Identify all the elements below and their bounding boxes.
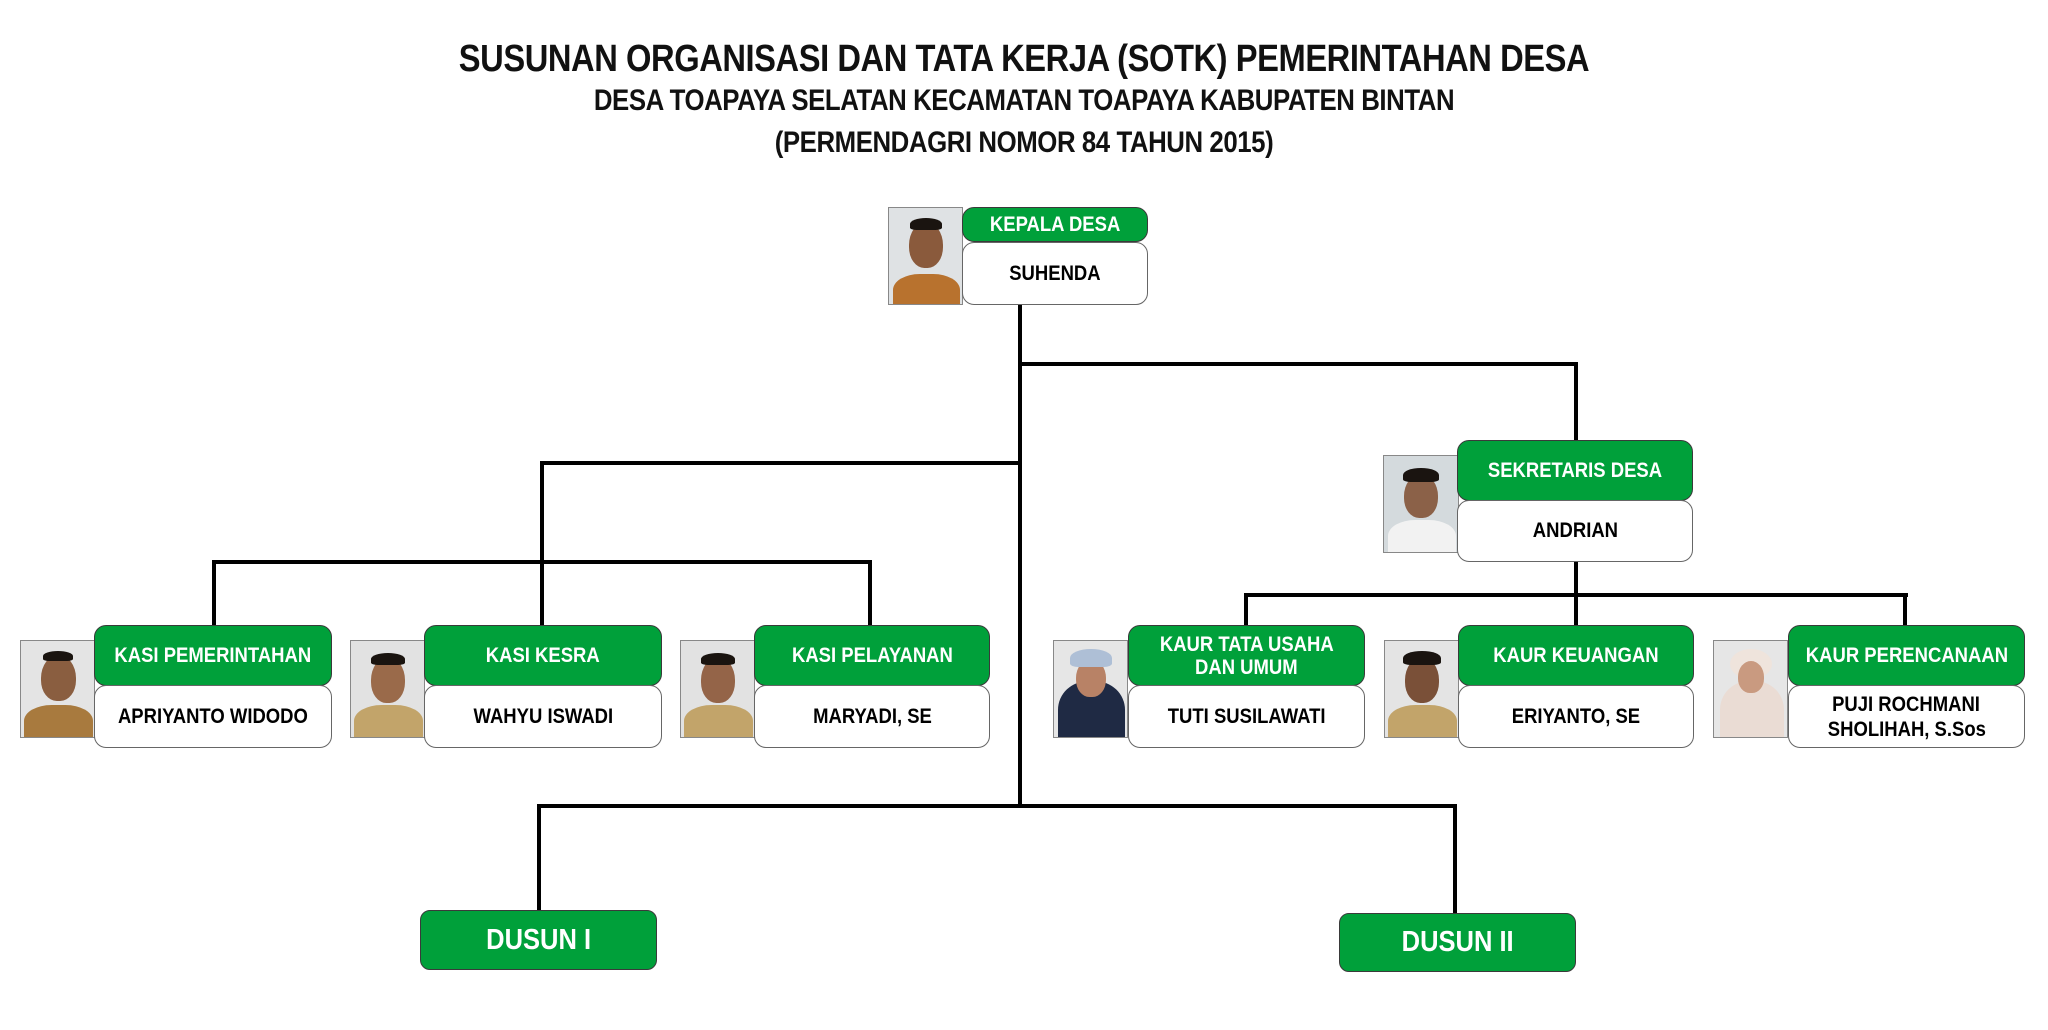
connector-dusun-2-v [1453,804,1457,913]
connector-kaur-3-v [1903,593,1907,626]
kasi-3-photo [680,640,755,738]
connector-kasi-branch-v [540,461,544,625]
connector-kasi-3-v [868,560,872,625]
chart-regulation: (PERMENDAGRI NOMOR 84 TAHUN 2015) [774,126,1274,159]
sekretaris-role: SEKRETARIS DESA [1457,440,1693,501]
kaur-3-role: KAUR PERENCANAAN [1788,625,2025,686]
kaur-2-name: ERIYANTO, SE [1458,685,1694,748]
connector-kasi-1-v [212,560,216,625]
connector-sekretaris-v [1574,362,1578,440]
kaur-1-name: TUTI SUSILAWATI [1128,685,1365,748]
kasi-1-role: KASI PEMERINTAHAN [94,625,332,686]
sekretaris-photo [1383,455,1459,553]
kasi-3-role: KASI PELAYANAN [754,625,990,686]
kasi-2-role: KASI KESRA [424,625,662,686]
kasi-2-name: WAHYU ISWADI [424,685,662,748]
connector-trunk [1018,305,1022,808]
connector-sekretaris-h [1018,362,1578,366]
connector-kaur-h [1244,593,1908,597]
kaur-1-photo [1053,640,1128,738]
connector-dusun-1-v [537,804,541,910]
kepala-photo [888,207,963,305]
kasi-1-photo [20,640,95,738]
connector-kasi-branch-h [540,461,1020,465]
chart-title: SUSUNAN ORGANISASI DAN TATA KERJA (SOTK)… [458,38,1590,80]
chart-subtitle: DESA TOAPAYA SELATAN KECAMATAN TOAPAYA K… [593,84,1455,117]
node-dusun-1: DUSUN I [420,910,657,970]
kasi-3-name: MARYADI, SE [754,685,990,748]
kepala-name: SUHENDA [962,242,1148,305]
kepala-role: KEPALA DESA [962,207,1148,242]
kaur-2-photo [1384,640,1459,738]
kaur-2-role: KAUR KEUANGAN [1458,625,1694,686]
sekretaris-name: ANDRIAN [1457,500,1693,562]
kaur-3-photo [1713,640,1788,738]
node-dusun-2: DUSUN II [1339,913,1576,972]
connector-dusun-h [537,804,1457,808]
connector-kasi-h [212,560,872,564]
kasi-2-photo [350,640,425,738]
connector-kaur-1-v [1244,593,1248,626]
kasi-1-name: APRIYANTO WIDODO [94,685,332,748]
